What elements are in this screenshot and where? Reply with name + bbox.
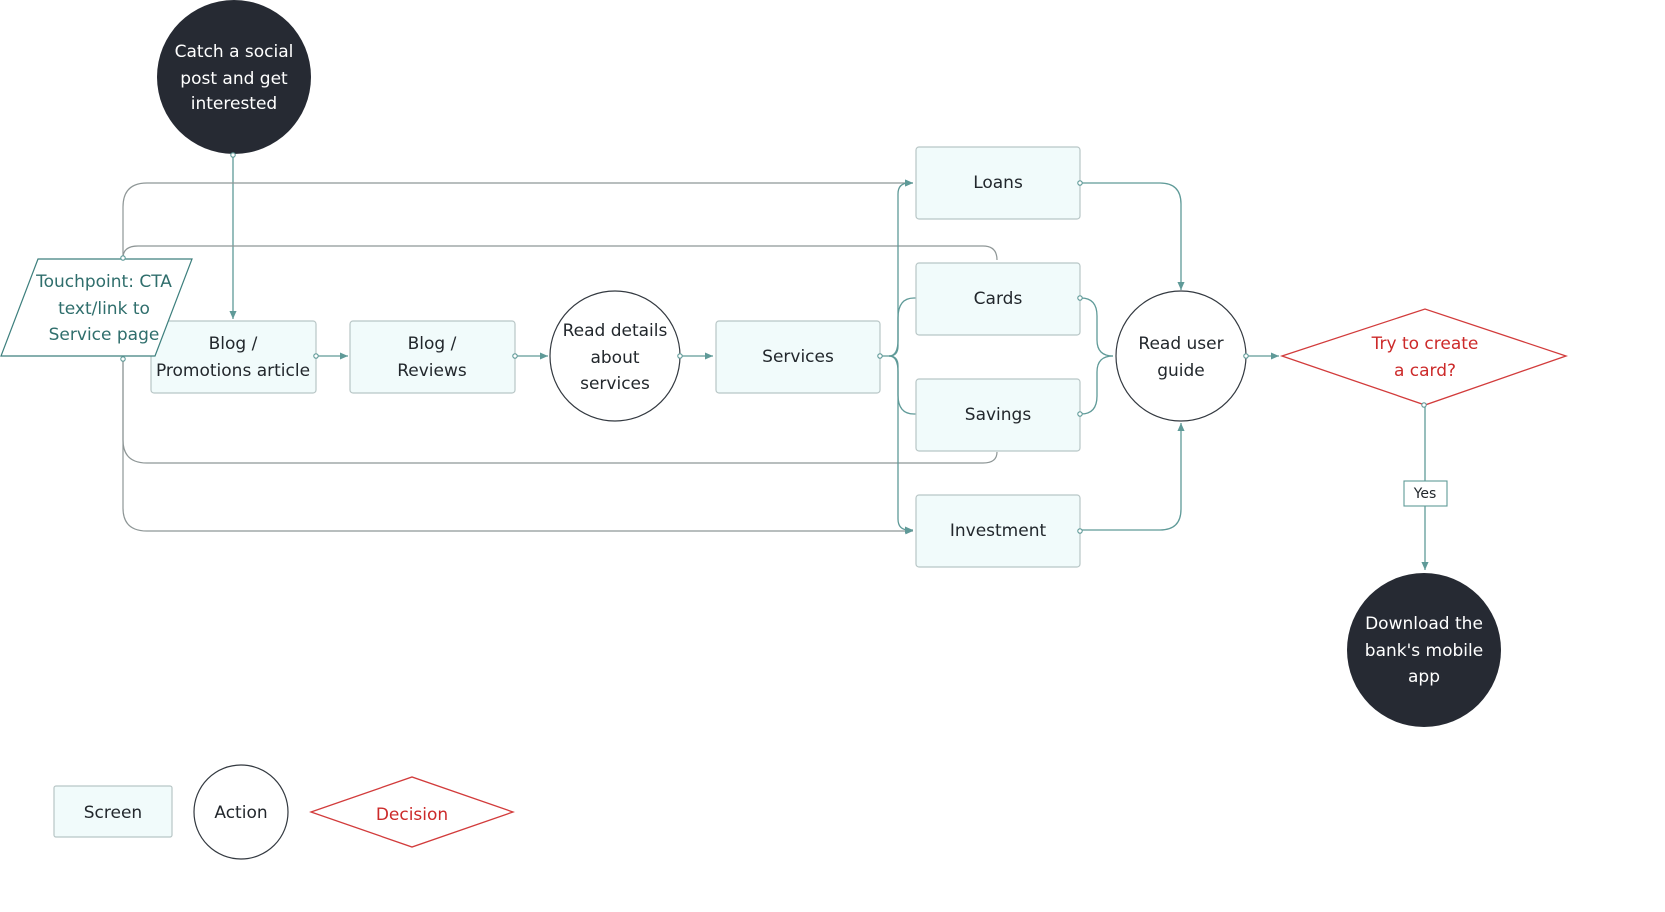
blog-promotions-line-1: Blog /: [209, 334, 258, 354]
edge-services-to-loans: [881, 179, 913, 357]
download-line-3: app: [1408, 667, 1440, 687]
read-guide-line-1: Read user: [1138, 334, 1223, 354]
blog-reviews-line-1: Blog /: [408, 334, 457, 354]
read-details-line-1: Read details: [563, 321, 668, 341]
edge-savings-to-guide: [1080, 355, 1114, 415]
decision-line-2: a card?: [1394, 361, 1456, 381]
node-decision: Try to create a card?: [1279, 308, 1569, 406]
node-social-post: Catch a social post and get interested: [157, 0, 311, 154]
download-line-2: bank's mobile: [1365, 641, 1483, 661]
touchpoint-line-1: Touchpoint: CTA: [35, 272, 172, 292]
edge-loans-to-guide: [1081, 182, 1185, 290]
investment-label: Investment: [950, 521, 1047, 541]
node-investment: Investment: [915, 494, 1081, 568]
read-details-line-2: about: [590, 348, 639, 368]
touchpoint-line-2: text/link to: [58, 299, 150, 319]
legend-decision: Decision: [309, 776, 515, 848]
node-touchpoint: Touchpoint: CTA text/link to Service pag…: [0, 258, 193, 357]
legend: Screen Action Decision: [53, 764, 515, 860]
read-guide-line-2: guide: [1157, 361, 1205, 381]
edge-services-to-savings: [888, 355, 916, 415]
edge-touchpoint-to-loans: [122, 179, 913, 258]
edge-touchpoint-to-savings: [122, 360, 998, 464]
edge-touchpoint-to-investment: [122, 360, 913, 535]
edge-cards-to-guide: [1080, 297, 1114, 357]
connector-dots: [120, 152, 1427, 534]
edge-services-to-cards: [888, 297, 916, 357]
blog-promotions-line-2: Promotions article: [156, 361, 310, 381]
social-post-line-3: interested: [191, 94, 277, 114]
node-loans: Loans: [915, 146, 1081, 220]
download-line-1: Download the: [1365, 614, 1483, 634]
legend-screen: Screen: [53, 785, 173, 838]
node-blog-reviews: Blog / Reviews: [349, 320, 516, 394]
touchpoint-line-3: Service page: [49, 325, 160, 345]
node-cards: Cards: [915, 262, 1081, 336]
social-post-line-1: Catch a social: [175, 42, 294, 62]
node-read-details: Read details about services: [549, 290, 681, 422]
connectors: [122, 155, 1429, 570]
services-label: Services: [762, 347, 834, 367]
node-savings: Savings: [915, 378, 1081, 452]
node-blog-promotions: Blog / Promotions article: [150, 320, 317, 394]
yes-label: Yes: [1403, 480, 1448, 507]
yes-label-text: Yes: [1413, 486, 1437, 502]
node-services: Services: [715, 320, 881, 394]
legend-decision-label: Decision: [376, 805, 448, 825]
read-details-line-3: services: [580, 374, 650, 394]
node-read-guide: Read user guide: [1115, 290, 1247, 422]
decision-line-1: Try to create: [1371, 334, 1479, 354]
node-download-app: Download the bank's mobile app: [1347, 573, 1501, 727]
edge-investment-to-guide: [1081, 423, 1185, 531]
legend-action: Action: [193, 764, 289, 860]
social-post-line-2: post and get: [180, 69, 288, 89]
legend-action-label: Action: [214, 803, 267, 823]
cards-label: Cards: [974, 289, 1023, 309]
savings-label: Savings: [965, 405, 1032, 425]
edge-touchpoint-to-cards: [122, 245, 998, 261]
edge-services-to-investment: [888, 355, 913, 534]
loans-label: Loans: [973, 173, 1023, 193]
blog-reviews-line-2: Reviews: [397, 361, 467, 381]
legend-screen-label: Screen: [84, 803, 142, 823]
